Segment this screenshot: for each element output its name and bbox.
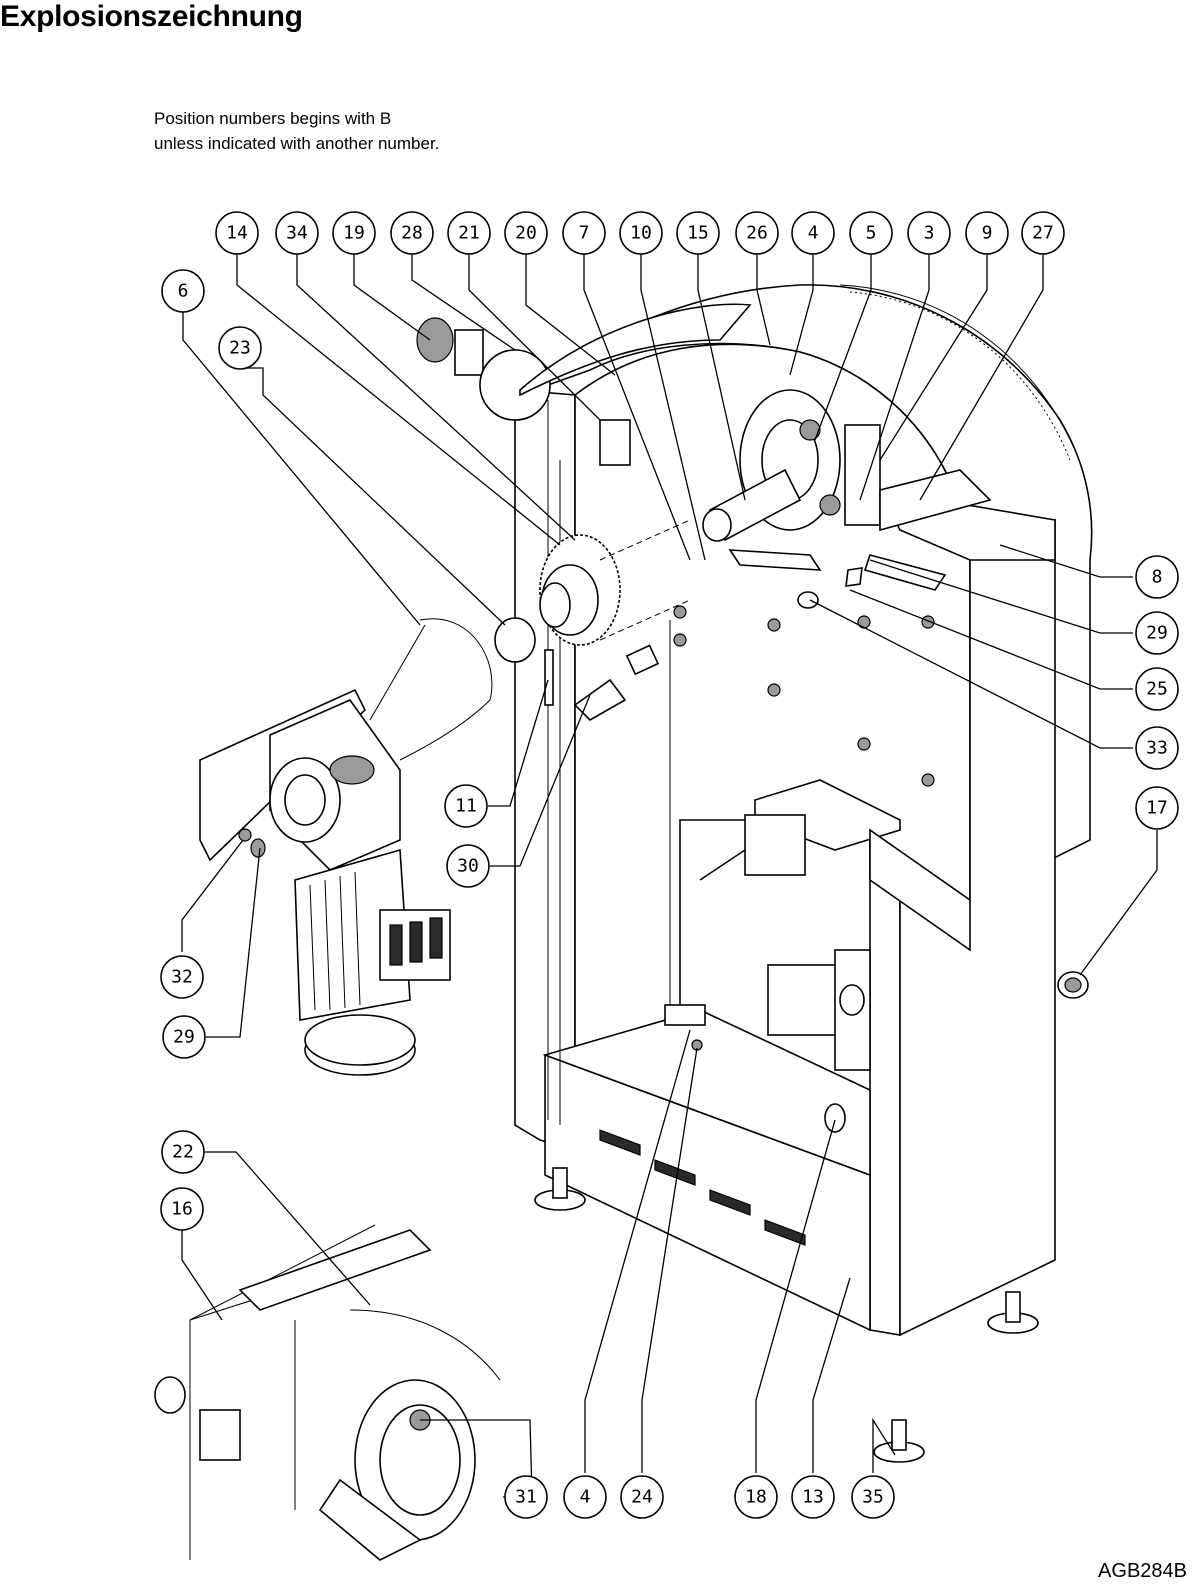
- callout-18-label: 18: [745, 1487, 767, 1508]
- callout-34: 34: [275, 211, 319, 255]
- callout-4-bottom-label: 4: [580, 1487, 591, 1508]
- callout-11: 11: [444, 784, 488, 828]
- drive-chain: [369, 617, 536, 761]
- electrical-components: [699, 779, 971, 1071]
- callout-14: 14: [215, 211, 259, 255]
- callout-30: 30: [446, 844, 490, 888]
- callout-17-label: 17: [1146, 798, 1168, 819]
- callout-34-label: 34: [286, 223, 308, 244]
- shaft-assembly: [702, 389, 841, 542]
- callout-4-top-label: 4: [808, 223, 819, 244]
- callouts: 14 34 19 28 21 20 7 10 15 26 4 5 3 9 27 …: [160, 211, 1179, 1519]
- base-slots: [599, 1129, 806, 1246]
- callout-33: 33: [1135, 726, 1179, 770]
- callout-29-motor: 29: [162, 1015, 206, 1059]
- callout-19-label: 19: [343, 223, 365, 244]
- callout-15: 15: [676, 211, 720, 255]
- callout-15-label: 15: [687, 223, 709, 244]
- callout-13-label: 13: [802, 1487, 824, 1508]
- callout-31: 31: [504, 1475, 548, 1519]
- callout-4-top: 4: [791, 211, 835, 255]
- document-id: AGB284B: [1098, 1560, 1187, 1582]
- callout-33-label: 33: [1146, 738, 1168, 759]
- leveling-feet: [534, 1167, 1039, 1463]
- callout-6: 6: [161, 269, 205, 313]
- callout-26-label: 26: [746, 223, 768, 244]
- callout-21: 21: [447, 211, 491, 255]
- position-note-line-1: Position numbers begins with B: [154, 109, 392, 128]
- callout-35: 35: [851, 1475, 895, 1519]
- callout-14-label: 14: [226, 223, 248, 244]
- callout-7: 7: [562, 211, 606, 255]
- callout-24-label: 24: [631, 1487, 653, 1508]
- callout-21-label: 21: [458, 223, 480, 244]
- callout-32: 32: [160, 955, 204, 999]
- callout-23-label: 23: [229, 338, 251, 359]
- callout-6-label: 6: [178, 281, 189, 302]
- callout-22-label: 22: [172, 1142, 194, 1163]
- callout-28-label: 28: [401, 223, 423, 244]
- position-note: Position numbers begins with B unless in…: [154, 106, 439, 156]
- callout-16: 16: [160, 1187, 204, 1231]
- cabinet-housing: [514, 284, 1093, 1337]
- callout-3: 3: [907, 211, 951, 255]
- callout-20-label: 20: [515, 223, 537, 244]
- callout-27: 27: [1021, 211, 1065, 255]
- gear-motor: [199, 688, 451, 1076]
- callout-24: 24: [620, 1475, 664, 1519]
- page-title: Explosionszeichnung: [0, 0, 303, 33]
- fasteners: [544, 549, 1089, 1133]
- callout-8-label: 8: [1152, 567, 1163, 588]
- callout-19: 19: [332, 211, 376, 255]
- callout-13: 13: [791, 1475, 835, 1519]
- callout-8: 8: [1135, 555, 1179, 599]
- top-sensors: [416, 303, 992, 532]
- callout-9: 9: [965, 211, 1009, 255]
- callout-23: 23: [218, 326, 262, 370]
- callout-29-right: 29: [1135, 611, 1179, 655]
- detail-inset: [154, 1224, 501, 1561]
- callout-4-bottom: 4: [563, 1475, 607, 1519]
- leader-lines: [181, 253, 1158, 1498]
- callout-27-label: 27: [1032, 223, 1054, 244]
- callout-35-label: 35: [862, 1487, 884, 1508]
- callout-32-label: 32: [171, 967, 193, 988]
- callout-10: 10: [619, 211, 663, 255]
- callout-31-label: 31: [515, 1487, 537, 1508]
- callout-11-label: 11: [455, 796, 477, 817]
- position-note-line-2: unless indicated with another number.: [154, 134, 440, 153]
- callout-9-label: 9: [982, 223, 993, 244]
- callout-17: 17: [1135, 786, 1179, 830]
- callout-25-label: 25: [1146, 679, 1168, 700]
- callout-7-label: 7: [579, 223, 590, 244]
- callout-29-motor-label: 29: [173, 1027, 195, 1048]
- callout-29-right-label: 29: [1146, 623, 1168, 644]
- callout-16-label: 16: [171, 1199, 193, 1220]
- callout-5: 5: [849, 211, 893, 255]
- callout-28: 28: [390, 211, 434, 255]
- callout-26: 26: [735, 211, 779, 255]
- callout-18: 18: [734, 1475, 778, 1519]
- callout-25: 25: [1135, 667, 1179, 711]
- callout-30-label: 30: [457, 856, 479, 877]
- callout-22: 22: [161, 1130, 205, 1174]
- sprocket: [539, 519, 691, 646]
- callout-3-label: 3: [924, 223, 935, 244]
- callout-5-label: 5: [866, 223, 877, 244]
- callout-10-label: 10: [630, 223, 652, 244]
- callout-20: 20: [504, 211, 548, 255]
